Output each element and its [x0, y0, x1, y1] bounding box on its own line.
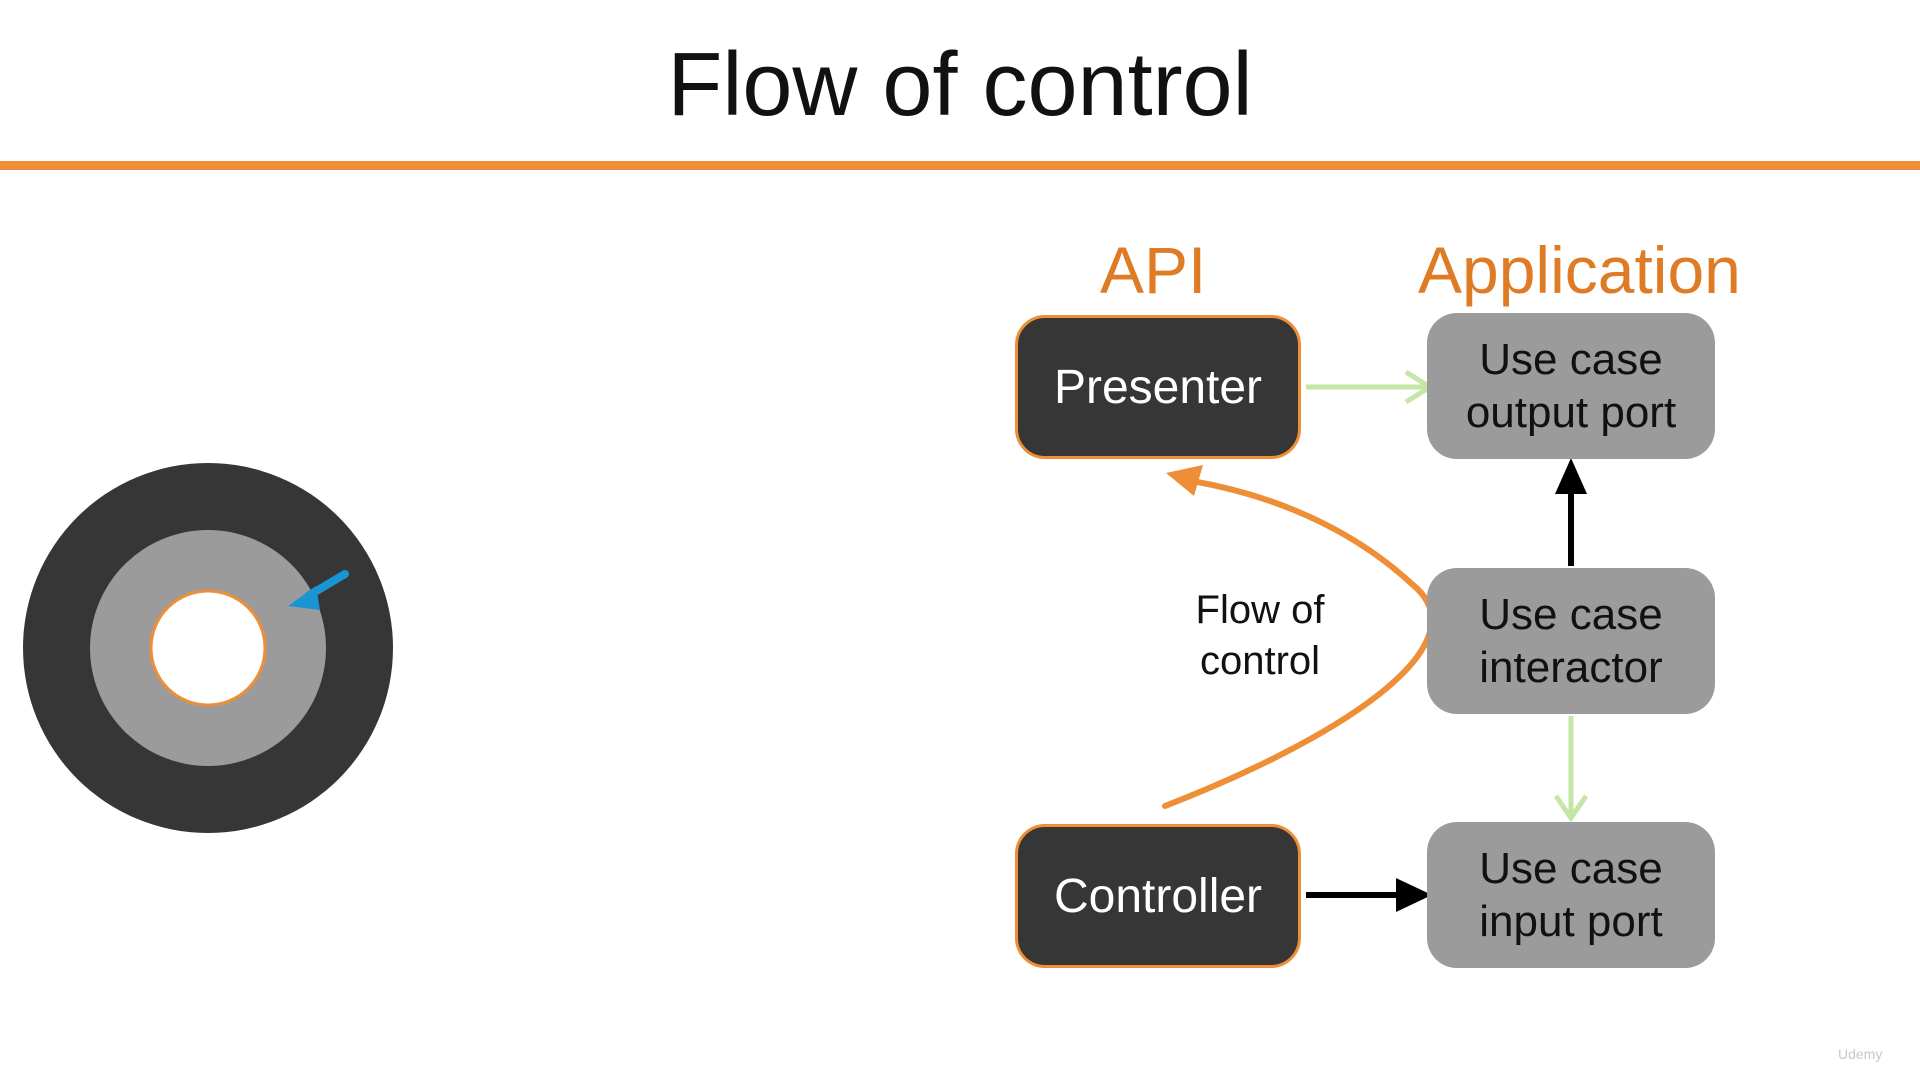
controller-to-input-port-arrow [1306, 878, 1432, 912]
flow-label-line1: Flow of [1195, 588, 1325, 632]
inner-ring [149, 589, 267, 707]
application-heading: Application [1418, 233, 1741, 307]
udemy-watermark: Udemy [1838, 1046, 1883, 1062]
presenter-label: Presenter [1053, 360, 1263, 414]
output-port-label-line2: output port [1465, 388, 1677, 437]
interactor-label-line2: interactor [1479, 643, 1663, 692]
input-port-label-line1: Use case [1479, 844, 1663, 893]
flow-of-control-label: Flow of control [1160, 585, 1360, 687]
flow-label-line2: control [1199, 639, 1321, 683]
output-port-label-line1: Use case [1479, 335, 1663, 384]
presenter-to-output-port-arrow [1306, 369, 1435, 405]
title-divider [0, 161, 1920, 170]
interactor-to-input-port-arrow [1553, 716, 1589, 823]
interactor-to-output-port-arrow [1555, 458, 1587, 566]
presenter-node: Presenter [1015, 315, 1301, 459]
use-case-input-port-node: Use case input port [1427, 822, 1715, 968]
use-case-output-port-node: Use case output port [1427, 313, 1715, 459]
interactor-label-line1: Use case [1479, 590, 1663, 639]
use-case-interactor-node: Use case interactor [1427, 568, 1715, 714]
input-port-label-line2: input port [1479, 897, 1663, 946]
blue-pointer-arrow-icon [288, 570, 349, 610]
controller-node: Controller [1015, 824, 1301, 968]
flow-of-control-arrow [1162, 465, 1435, 809]
controller-label: Controller [1053, 869, 1263, 923]
api-heading: API [1100, 233, 1207, 307]
slide-title: Flow of control [667, 35, 1253, 135]
architecture-rings-icon [23, 463, 393, 833]
